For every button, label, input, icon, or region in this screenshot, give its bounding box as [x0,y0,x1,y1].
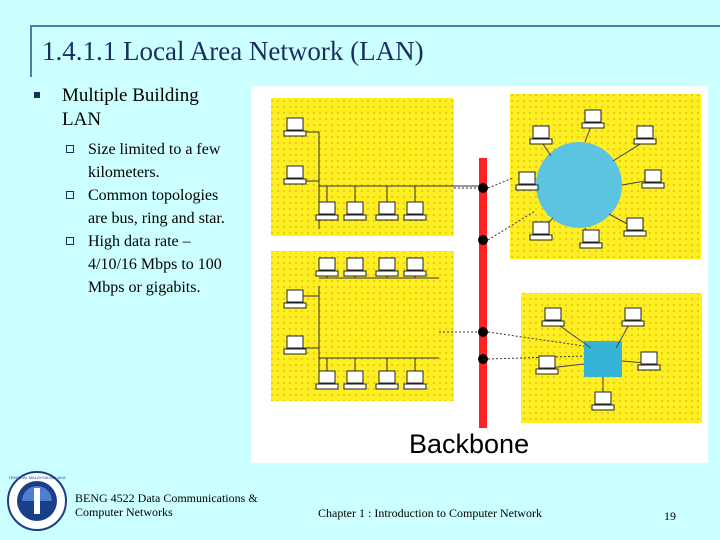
sub-bullet-item: Size limited to a few kilometers. [66,138,236,184]
university-logo: TEKNIKAL MALAYSIA MELAKA [4,470,70,532]
sub-bullet-text: Size limited to a few kilometers. [88,141,221,181]
hollow-square-bullet-icon [66,237,74,245]
star-hub [584,341,622,377]
title-rule-horizontal [30,25,720,27]
hollow-square-bullet-icon [66,145,74,153]
backbone-cable [479,158,487,428]
network-diagram: Backbone [251,86,708,463]
sub-bullet-item: High data rate – 4/10/16 Mbps to 100 Mbp… [66,230,236,299]
computer-icons [283,109,665,411]
sub-bullet-text: Common topologies are bus, ring and star… [88,187,225,227]
backbone-links [439,177,585,360]
backbone-label: Backbone [409,429,529,459]
main-bullet-text: Multiple Building LAN [62,85,199,130]
hollow-square-bullet-icon [66,191,74,199]
ring-network [536,142,622,228]
backbone-junctions [478,183,488,364]
title-rule-vertical [30,25,32,77]
slide-title: 1.4.1.1 Local Area Network (LAN) [42,36,424,66]
footer-course: BENG 4522 Data Communications & Computer… [75,491,258,519]
footer-chapter: Chapter 1 : Introduction to Computer Net… [318,506,542,520]
square-bullet-icon [34,92,40,98]
svg-text:TEKNIKAL MALAYSIA MELAKA: TEKNIKAL MALAYSIA MELAKA [8,475,65,480]
sub-bullet-list: Size limited to a few kilometers. Common… [66,138,236,299]
sub-bullet-item: Common topologies are bus, ring and star… [66,184,236,230]
sub-bullet-text: High data rate – 4/10/16 Mbps to 100 Mbp… [88,233,222,296]
page-number: 19 [664,509,676,523]
